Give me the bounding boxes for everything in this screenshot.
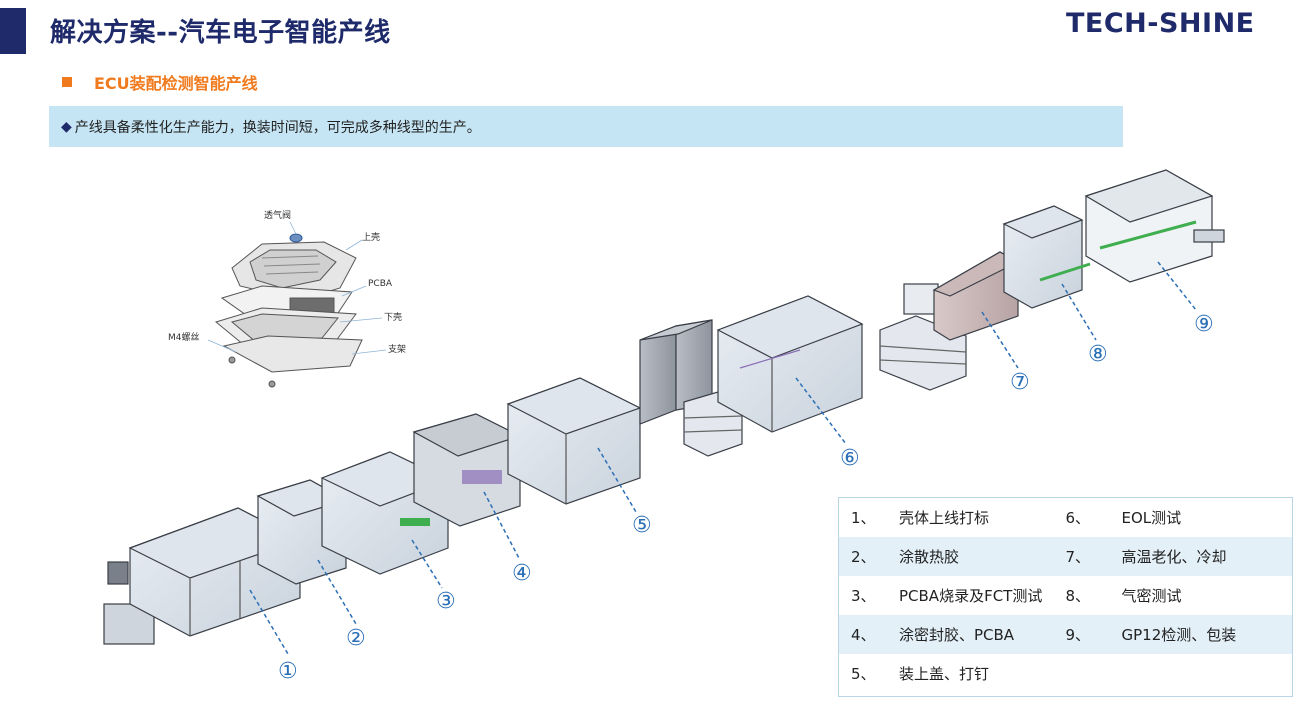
legend-number: 6、 <box>1065 509 1091 527</box>
title-accent-bar <box>0 8 26 54</box>
label-pcba: PCBA <box>368 279 393 289</box>
station-4-machine <box>412 413 522 527</box>
station-legend-table: 1、 壳体上线打标 6、 EOL测试 2、 涂散热胶 7、 高温老化、冷却 3、 PCBA… <box>838 497 1293 697</box>
station-marker-5: ⑤ <box>632 513 652 538</box>
legend-label: EOL测试 <box>1121 509 1182 527</box>
section-heading-text: ECU装配检测智能产线 <box>94 74 258 93</box>
legend-label: 涂散热胶 <box>899 548 960 566</box>
legend-number: 1、 <box>851 509 876 527</box>
label-valve: 透气阀 <box>264 209 291 221</box>
legend-label: 高温老化、冷却 <box>1121 548 1227 566</box>
legend-row: 3、 PCBA烧录及FCT测试 8、 气密测试 <box>839 576 1292 615</box>
legend-label: 壳体上线打标 <box>899 509 990 527</box>
production-line <box>103 169 1225 645</box>
legend-number: 2、 <box>851 548 876 566</box>
legend-number: 3、 <box>851 587 876 605</box>
legend-number: 5、 <box>851 665 876 683</box>
legend-label: PCBA烧录及FCT测试 <box>899 587 1043 605</box>
station-marker-7: ⑦ <box>1010 370 1030 395</box>
legend-row: 5、 装上盖、打钉 <box>839 654 1292 693</box>
label-lower-shell: 下壳 <box>384 311 402 323</box>
station-leader-lines <box>249 261 1197 655</box>
banner-text: 产线具备柔性化生产能力，换装时间短，可完成多种线型的生产。 <box>74 119 481 136</box>
station-marker-2: ② <box>346 626 366 651</box>
legend-number: 8、 <box>1065 587 1091 605</box>
station-marker-8: ⑧ <box>1088 342 1108 367</box>
station-marker-1: ① <box>278 659 298 684</box>
station-5-machine <box>506 377 642 505</box>
station-marker-4: ④ <box>512 561 532 586</box>
station-7-oven <box>903 251 1020 341</box>
station-8-machine <box>1002 205 1091 309</box>
square-bullet-icon <box>62 77 72 87</box>
label-bracket: 支架 <box>388 343 406 355</box>
label-screw: M4螺丝 <box>168 331 200 343</box>
station-9-machine <box>1084 169 1225 283</box>
legend-label: 气密测试 <box>1121 587 1182 605</box>
station-6-machine <box>716 295 864 433</box>
ecu-exploded-view <box>207 221 387 388</box>
legend-number: 7、 <box>1065 548 1091 566</box>
label-upper-shell: 上壳 <box>362 231 380 243</box>
legend-number: 9、 <box>1065 626 1091 644</box>
legend-row: 2、 涂散热胶 7、 高温老化、冷却 <box>839 537 1292 576</box>
legend-row: 1、 壳体上线打标 6、 EOL测试 <box>839 498 1292 537</box>
company-logo: TECH-SHINE <box>1066 8 1255 39</box>
diamond-bullet-icon: ◆ <box>61 118 72 135</box>
legend-label: GP12检测、包装 <box>1121 626 1237 644</box>
legend-label: 涂密封胶、PCBA <box>899 626 1015 644</box>
legend-label: 装上盖、打钉 <box>899 665 990 683</box>
production-line-illustration: 透气阀 上壳 PCBA 下壳 M4螺丝 支架 <box>103 169 1225 684</box>
station-marker-6: ⑥ <box>840 446 860 471</box>
station-marker-3: ③ <box>436 589 456 614</box>
electrical-cabinets <box>639 319 713 425</box>
legend-row: 4、 涂密封胶、PCBA 9、 GP12检测、包装 <box>839 615 1292 654</box>
station-marker-9: ⑨ <box>1194 312 1214 337</box>
section-heading: ECU装配检测智能产线 <box>62 70 258 94</box>
legend-number: 4、 <box>851 626 876 644</box>
feature-banner: ◆ 产线具备柔性化生产能力，换装时间短，可完成多种线型的生产。 <box>49 106 1123 147</box>
page-title: 解决方案--汽车电子智能产线 <box>50 18 391 48</box>
